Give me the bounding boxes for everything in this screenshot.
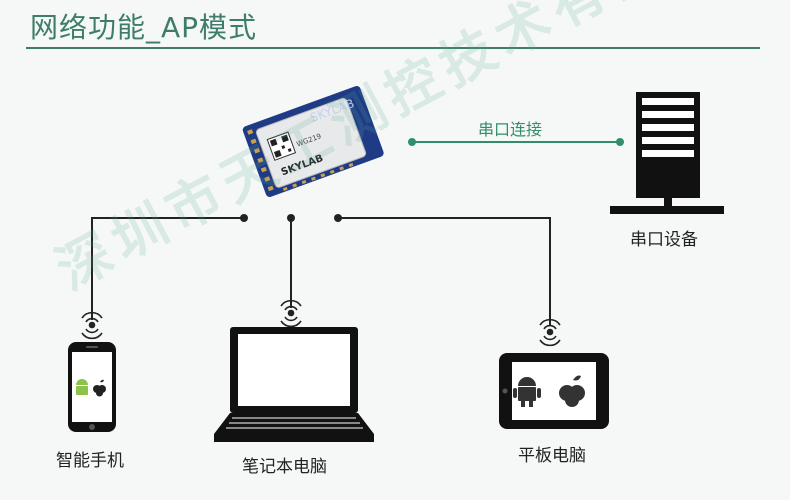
tablet-label: 平板电脑 (518, 446, 586, 466)
serial-device-label: 串口设备 (630, 230, 698, 250)
android-icon (76, 379, 88, 395)
serial-link-label: 串口连接 (478, 120, 543, 139)
wifi-signal-laptop-icon (280, 299, 302, 328)
tablet-icon (499, 353, 609, 429)
laptop-label: 笔记本电脑 (242, 457, 327, 477)
wifi-signal-tablet-icon (539, 318, 561, 347)
qr-code-icon (266, 131, 297, 161)
node-tablet (334, 214, 342, 222)
line-to-phone (91, 217, 244, 320)
apple-icon (559, 375, 585, 407)
wifi-module: SKYLAB WG219 SKYLAB (242, 86, 384, 197)
title-underline (26, 47, 760, 49)
apple-icon (93, 379, 106, 397)
laptop-icon (214, 327, 374, 442)
node-phone (240, 214, 248, 222)
wifi-signal-phone-icon (81, 311, 103, 340)
node-laptop (287, 214, 295, 222)
page-title: 网络功能_AP模式 (30, 11, 258, 44)
smartphone-icon (68, 342, 116, 432)
serial-link (408, 138, 624, 146)
line-to-tablet (338, 217, 551, 326)
android-icon (513, 377, 541, 407)
server-icon (610, 92, 724, 214)
smartphone-label: 智能手机 (56, 451, 124, 471)
connection-lines (91, 217, 551, 326)
